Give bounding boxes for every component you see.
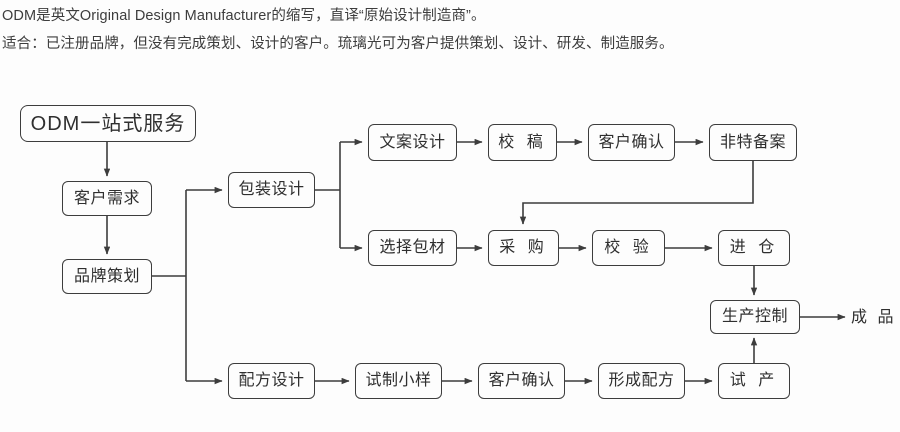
node-customer-confirm-bottom[interactable]: 客户确认	[478, 363, 565, 399]
node-copy-design[interactable]: 文案设计	[368, 124, 457, 161]
edge-non-special-record-to-purchase	[519, 161, 754, 225]
node-form-formula[interactable]: 形成配方	[598, 363, 685, 399]
node-customer-need[interactable]: 客户需求	[62, 181, 152, 216]
node-formula-design[interactable]: 配方设计	[228, 363, 315, 399]
node-warehouse-in[interactable]: 进 仓	[718, 230, 790, 266]
node-package-design[interactable]: 包装设计	[228, 172, 315, 208]
node-customer-confirm-top[interactable]: 客户确认	[588, 124, 675, 161]
node-odm-one-stop-service[interactable]: ODM一站式服务	[20, 105, 196, 142]
node-proofreading[interactable]: 校 稿	[488, 124, 557, 161]
node-production-control[interactable]: 生产控制	[710, 300, 800, 334]
intro-line-2: 适合：已注册品牌，但没有完成策划、设计的客户。琉璃光可为客户提供策划、设计、研发…	[2, 36, 674, 52]
label-finished-product: 成 品	[851, 309, 897, 326]
node-purchase[interactable]: 采 购	[488, 230, 559, 266]
node-select-material[interactable]: 选择包材	[368, 230, 457, 266]
node-trial-sample[interactable]: 试制小样	[355, 363, 442, 399]
node-brand-planning[interactable]: 品牌策划	[62, 259, 152, 294]
intro-line-1: ODM是英文Original Design Manufacturer的缩写，直译…	[2, 8, 486, 24]
node-trial-production[interactable]: 试 产	[718, 363, 790, 399]
node-non-special-record[interactable]: 非特备案	[709, 124, 797, 161]
node-inspection[interactable]: 校 验	[592, 230, 665, 266]
